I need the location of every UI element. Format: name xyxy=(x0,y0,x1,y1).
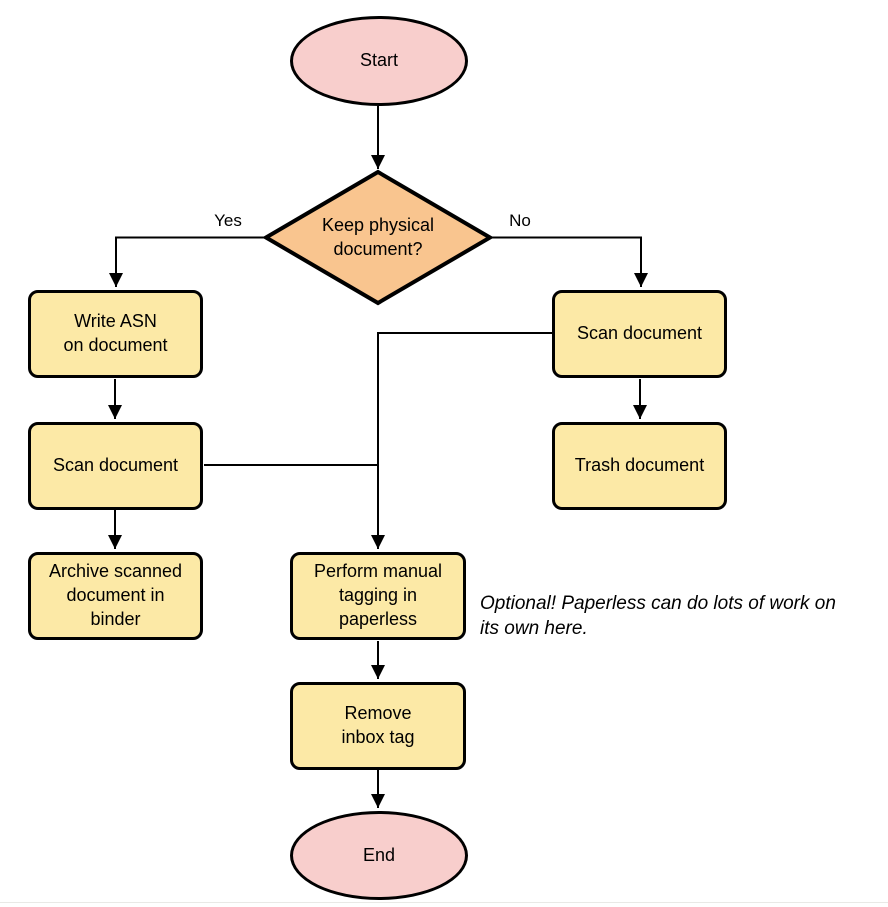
node-archive-binder-label: Archive scanned document in binder xyxy=(48,561,183,629)
edge-label-yes: Yes xyxy=(214,211,242,230)
node-trash-document: Trash document xyxy=(552,422,727,510)
node-remove-inbox-tag-label: Remove inbox tag xyxy=(341,703,415,747)
node-start: Start xyxy=(290,16,468,106)
node-scan-document-left: Scan document xyxy=(28,422,203,510)
node-write-asn-label: Write ASN on document xyxy=(63,311,168,355)
node-write-asn: Write ASN on document xyxy=(28,290,203,378)
edge-yes-decision-to-write-asn xyxy=(109,236,266,287)
edge-label-no: No xyxy=(509,211,531,230)
node-start-label: Start xyxy=(359,50,398,71)
edge-no-decision-to-scan-right xyxy=(490,236,648,287)
node-end-label: End xyxy=(362,844,396,865)
node-decision-label: Keep physical document? xyxy=(321,214,435,259)
decision-diamond-shape xyxy=(262,169,494,306)
node-scan-document-right: Scan document xyxy=(552,290,727,378)
node-scan-document-right-label: Scan document xyxy=(576,323,703,344)
optional-annotation: Optional! Paperless can do lots of work … xyxy=(480,593,836,639)
page-bottom-border xyxy=(0,902,888,903)
node-scan-document-left-label: Scan document xyxy=(52,455,179,476)
node-trash-document-label: Trash document xyxy=(574,455,705,476)
node-manual-tagging: Perform manual tagging in paperless xyxy=(290,552,466,640)
node-end: End xyxy=(290,811,468,900)
node-manual-tagging-label: Perform manual tagging in paperless xyxy=(313,561,443,629)
edge-scan-right-to-tagging xyxy=(371,332,552,549)
node-remove-inbox-tag: Remove inbox tag xyxy=(290,682,466,770)
node-archive-binder: Archive scanned document in binder xyxy=(28,552,203,640)
